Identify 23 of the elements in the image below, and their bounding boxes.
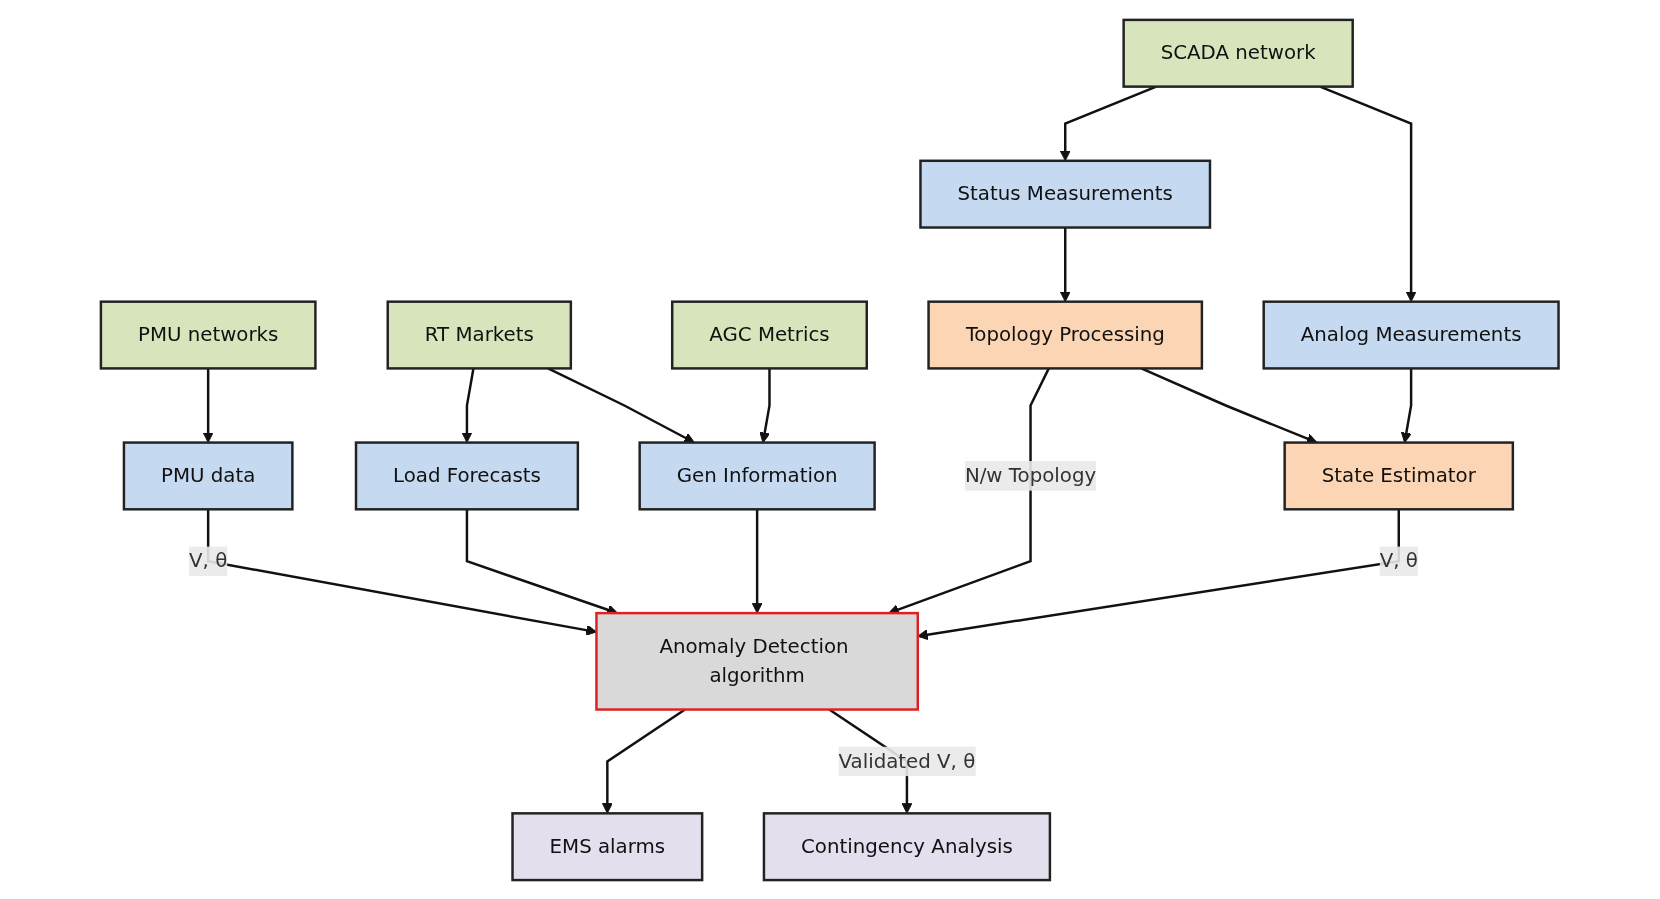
node-box: Topology Processing (927, 299, 1204, 370)
arrow (461, 367, 475, 443)
arrow (1060, 227, 1071, 302)
arrow (759, 367, 771, 443)
node-box: AGC Metrics (671, 299, 869, 370)
edge-label: Validated V, θ (838, 748, 976, 773)
node-box: SCADA network (1122, 18, 1355, 88)
node-box: PMU data (122, 440, 294, 511)
arrow (203, 367, 214, 443)
edge-label: N/w Topology (965, 463, 1097, 487)
node-box: Status Measurements (919, 159, 1212, 229)
node-box: State Estimator (1283, 440, 1515, 511)
node-box: EMS alarms (511, 811, 704, 881)
node-box: Anomaly Detection algorithm (595, 611, 920, 711)
node-box: Gen Information (638, 440, 877, 511)
node-box: PMU networks (99, 299, 317, 370)
arrow (1401, 367, 1413, 443)
edge-label: V, θ (189, 548, 228, 572)
edge-label: V, θ (1379, 548, 1419, 572)
node-box: RT Markets (386, 299, 573, 370)
node-box: Analog Measurements (1262, 299, 1561, 370)
node-box: Contingency Analysis (763, 811, 1052, 881)
node-box: Load Forecasts (355, 440, 580, 511)
